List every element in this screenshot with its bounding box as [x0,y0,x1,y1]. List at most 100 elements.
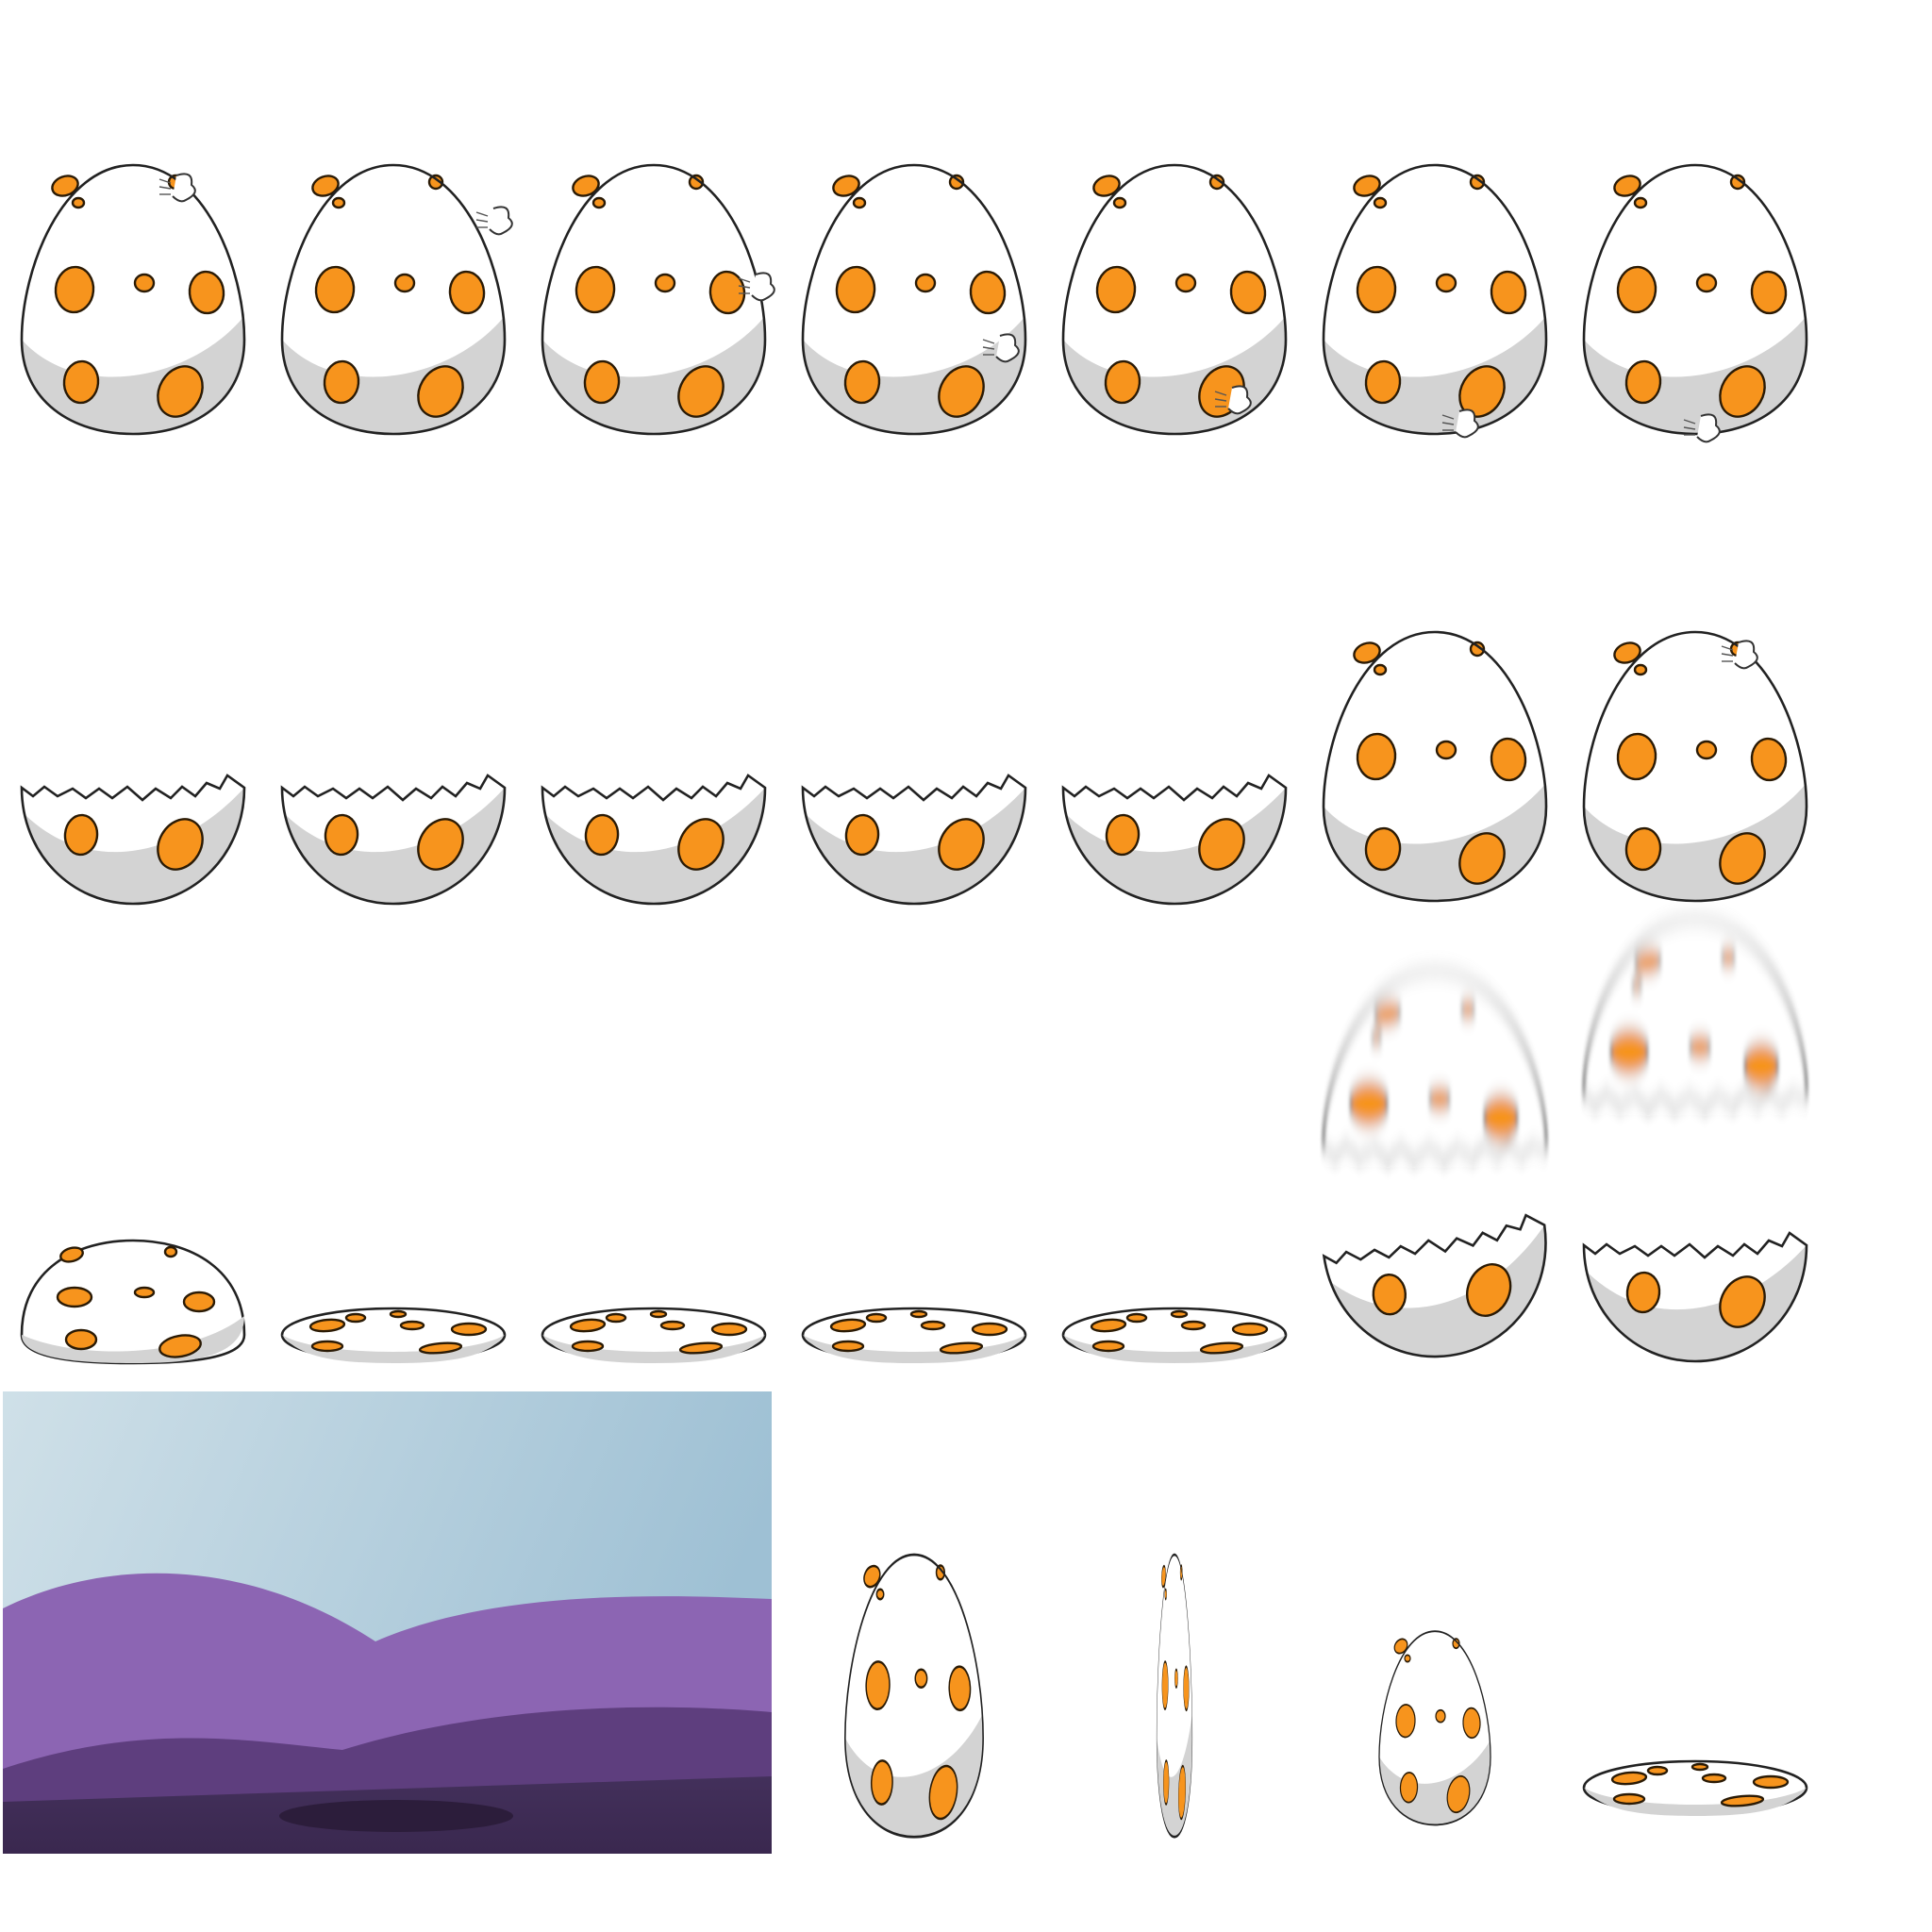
egg-spot [1178,1764,1186,1821]
broken-edge [1323,1143,1547,1160]
egg-spot [1688,1036,1712,1058]
crack-chip [1696,413,1721,443]
egg-spot [1356,265,1397,314]
egg-spot [157,365,204,418]
egg-spot [1372,1274,1407,1316]
egg-spot [1356,732,1397,781]
egg-spot [1353,641,1381,664]
crack-line [982,346,995,350]
egg-spot [1630,979,1643,992]
egg-spot [1373,663,1388,676]
sprite-bottom-shell [1582,1231,1808,1363]
egg-spot [1634,951,1662,974]
egg-spot [1104,359,1141,405]
shell-shade [22,788,244,904]
egg-spot [1090,1318,1127,1333]
egg-spot [62,359,100,405]
egg-spot [344,1312,367,1324]
egg-spot [1613,641,1641,664]
egg-spot [569,1318,607,1333]
egg-spot [59,1246,84,1263]
egg-spot [1092,175,1121,197]
egg-spot [1490,737,1527,782]
sprite-whole-egg [1582,630,1808,903]
egg-spot [1364,359,1402,405]
shell-outline [1061,774,1288,906]
sprite-bottom-shell [541,774,767,906]
crack-line [738,285,751,289]
shell-outline [280,774,507,906]
crack-line [158,186,172,190]
sprite-whole-egg [20,163,246,436]
egg-spot [1624,826,1662,872]
sprite-blurred-top-shell [1322,970,1548,1160]
egg-outline [801,163,1027,436]
egg-outline [20,163,246,436]
egg-spot [1435,1708,1446,1724]
egg-spot [1462,1707,1481,1740]
sprite-squashed-egg [20,1239,246,1365]
egg-spot [1427,1088,1452,1110]
sprite-whole-egg [1582,163,1808,443]
egg-spot [399,1320,425,1331]
sprite-background-landscape [3,1391,772,1854]
egg-spot [1608,1029,1650,1074]
egg-spot [1719,832,1766,885]
egg-spot [1729,174,1746,191]
crack-line [475,219,489,223]
egg-spot [1610,1771,1648,1786]
egg-spot [417,818,464,871]
egg-spot [1231,1322,1269,1337]
egg-spot [865,1660,891,1711]
egg-spot [1095,265,1137,314]
egg-spot [677,365,724,418]
egg-spot [64,1328,98,1351]
egg-spot [654,273,676,293]
sprite-flat-egg [801,1307,1027,1363]
shell-shade [1584,1245,1807,1361]
egg-spot [583,359,621,405]
egg-outline [1156,1553,1193,1839]
egg-spot [1466,1263,1512,1317]
egg-spot [133,1286,156,1299]
egg-spot [971,1322,1008,1337]
crack-chip [751,272,775,302]
broken-edge [1583,1091,1807,1108]
sprite-small-egg [1378,1630,1491,1826]
crack-line [1214,391,1227,396]
egg-spot [1174,1668,1178,1689]
egg-spot [450,1322,488,1337]
egg-spot [914,1668,928,1689]
egg-spot [324,813,359,857]
egg-outline [1582,630,1808,903]
egg-spot [1469,641,1486,658]
egg-spot [1616,265,1657,314]
crack-line [1441,422,1455,425]
crack-chip [1455,408,1479,439]
egg-spot [1458,832,1506,885]
egg-spot [63,813,99,857]
egg-spot [1469,174,1486,191]
egg-spot [311,175,340,197]
egg-spot [1690,1762,1709,1772]
sprite-whole-egg [1061,163,1288,436]
egg-spot [1752,1774,1790,1790]
egg-spot [331,196,346,209]
egg-spot [448,270,486,315]
egg-spot [1198,818,1245,871]
egg-spot [1370,1031,1383,1044]
shell-outline [801,774,1027,906]
egg-spot [938,365,985,418]
crack-line [1441,414,1455,420]
egg-spot [605,1312,627,1324]
egg-spot [852,196,867,209]
egg-spot [1624,359,1662,405]
sprite-thin-egg [1156,1553,1193,1839]
egg-spot [1180,1320,1207,1331]
egg-spot [1393,1638,1408,1655]
egg-spot [829,1318,867,1333]
egg-spot [1374,1003,1402,1025]
shell-shade [1063,788,1286,904]
shell-shade [542,788,765,904]
